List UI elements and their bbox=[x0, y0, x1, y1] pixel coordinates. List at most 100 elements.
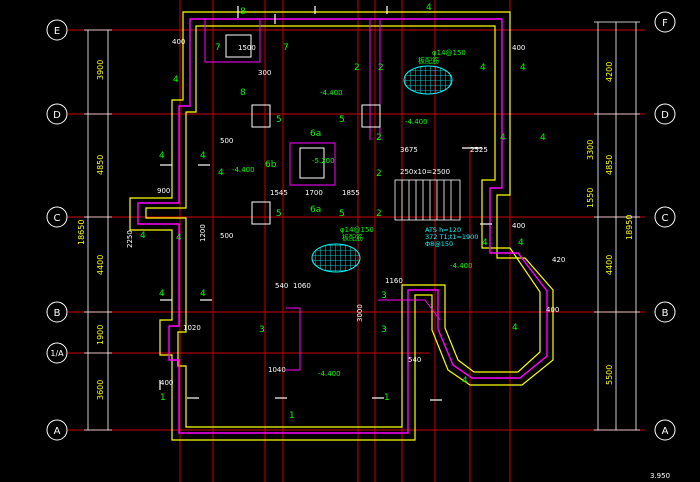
elev-label-4: -4.400 bbox=[450, 262, 473, 270]
left-dimension-chain bbox=[84, 29, 112, 431]
slab-note-3: Φ8@150 bbox=[425, 240, 453, 248]
mark-4-f: 4 bbox=[159, 289, 165, 299]
right-dim-6: 5500 bbox=[605, 365, 614, 385]
span-1500: 1500 bbox=[238, 44, 256, 52]
dim-1040: 1040 bbox=[268, 366, 286, 374]
dim-400-a: 400 bbox=[172, 38, 185, 46]
dim-540-b: 540 bbox=[408, 356, 421, 364]
rebar-hatch-note: 板配筋 bbox=[418, 56, 439, 65]
mark-7: 7 bbox=[283, 43, 289, 53]
dim-1020: 1020 bbox=[183, 324, 201, 332]
stair-note: 250x10=2500 bbox=[400, 168, 450, 176]
left-dimension-labels: 3900 4850 4400 1900 3600 18650 bbox=[77, 60, 105, 400]
mark-5-d: 5 bbox=[339, 209, 345, 219]
dim-540: 540 bbox=[275, 282, 288, 290]
left-dim-5: 3600 bbox=[96, 380, 105, 400]
slab-note-2: 372 T1;t1=1900 bbox=[425, 233, 478, 241]
right-dim-5: 4400 bbox=[605, 255, 614, 275]
mark-4-d: 4 bbox=[176, 233, 182, 243]
axis-bubble-A: A bbox=[54, 426, 61, 437]
slab-note-cyan: ATS h=120 372 T1;t1=1900 Φ8@150 bbox=[425, 226, 478, 248]
left-dim-3: 4400 bbox=[96, 255, 105, 275]
drawing-labels-green: -4.400 -4.400 -4.400 -4.400 -4.400 -5.20… bbox=[232, 49, 473, 378]
mark-4-b: 4 bbox=[159, 151, 165, 161]
mark-4-o: 4 bbox=[462, 376, 468, 386]
right-dim-2: 3300 bbox=[586, 140, 595, 160]
axis-bubble-B-right: B bbox=[662, 308, 669, 319]
dim-300: 300 bbox=[258, 69, 271, 77]
mark-4-n: 4 bbox=[512, 323, 518, 333]
mark-8-top: 8 bbox=[240, 7, 246, 17]
mark-4-l: 4 bbox=[482, 238, 488, 248]
mark-2-e: 2 bbox=[376, 209, 382, 219]
corner-elev: 3.950 bbox=[650, 472, 670, 480]
columns bbox=[225, 34, 381, 225]
axis-bubble-C: C bbox=[54, 213, 61, 224]
dim-400-c: 400 bbox=[512, 222, 525, 230]
dim-900: 900 bbox=[157, 187, 170, 195]
mark-5-b: 5 bbox=[339, 115, 345, 125]
inner-wall-lines bbox=[204, 19, 441, 371]
mark-8-mid: 8 bbox=[240, 88, 246, 98]
right-dimension-labels: 4200 3300 1550 4850 4400 5500 18950 bbox=[586, 62, 634, 385]
dim-1160: 1160 bbox=[385, 277, 403, 285]
mark-3-b: 3 bbox=[381, 325, 387, 335]
mark-7b: 7 bbox=[215, 43, 221, 53]
mark-1-a: 1 bbox=[160, 393, 166, 403]
mark-3-a: 3 bbox=[381, 291, 387, 301]
elev-label-1: -4.400 bbox=[320, 89, 343, 97]
rebar-note-mid: φ14@150 bbox=[340, 226, 374, 234]
mark-4-h: 4 bbox=[480, 63, 486, 73]
axis-bubble-A-right: A bbox=[662, 426, 669, 437]
section-tick-marks bbox=[159, 6, 492, 401]
left-axis-bubbles[interactable] bbox=[46, 19, 68, 441]
rebar-note-top: φ14@150 bbox=[432, 49, 466, 57]
axis-bubble-E: E bbox=[54, 26, 60, 37]
elev-label-5: -4.400 bbox=[318, 370, 341, 378]
span-1545: 1545 bbox=[270, 189, 288, 197]
mark-4-k: 4 bbox=[540, 133, 546, 143]
stair-block bbox=[394, 179, 461, 221]
left-axis-bubble-labels: E D C B 1/A A bbox=[50, 26, 64, 437]
axis-bubble-C-right: C bbox=[662, 213, 669, 224]
mark-4-i: 4 bbox=[520, 63, 526, 73]
dim-3000: 3000 bbox=[356, 304, 364, 322]
mark-4-top: 4 bbox=[426, 3, 432, 13]
mark-4-e: 4 bbox=[140, 231, 146, 241]
foundation-outline-magenta bbox=[137, 18, 548, 434]
dim-420: 420 bbox=[552, 256, 565, 264]
mark-2-a: 2 bbox=[354, 63, 360, 73]
mark-4-j: 4 bbox=[500, 133, 506, 143]
dim-500-a: 500 bbox=[220, 137, 233, 145]
drawing-labels-white: 3675 2525 1545 1700 1855 1500 250x10=250… bbox=[126, 38, 670, 480]
mark-2-b: 2 bbox=[378, 63, 384, 73]
mark-4-g: 4 bbox=[200, 289, 206, 299]
axis-bubble-B: B bbox=[54, 308, 61, 319]
right-dim-4: 4850 bbox=[605, 155, 614, 175]
dim-1200: 1200 bbox=[199, 224, 207, 242]
axis-bubble-D-right: D bbox=[661, 110, 669, 121]
axis-bubble-1A: 1/A bbox=[50, 349, 64, 358]
left-dim-total: 18650 bbox=[77, 220, 86, 245]
elev-label-pit: -5.200 bbox=[312, 157, 335, 165]
mark-5-c: 5 bbox=[276, 209, 282, 219]
mark-1-c: 1 bbox=[384, 393, 390, 403]
mark-4-m: 4 bbox=[518, 238, 524, 248]
mark-2-d: 2 bbox=[376, 169, 382, 179]
elev-label-2: -4.400 bbox=[405, 118, 428, 126]
right-axis-bubbles[interactable] bbox=[654, 11, 676, 441]
mark-numbers: 8 8 7 7 4 4 4 4 4 4 4 4 4 4 4 4 4 4 4 4 … bbox=[140, 3, 546, 421]
dim-500-b: 500 bbox=[220, 232, 233, 240]
mark-5-a: 5 bbox=[276, 115, 282, 125]
span-1855: 1855 bbox=[342, 189, 360, 197]
slab-note-1: ATS h=120 bbox=[425, 226, 461, 234]
mark-2-c: 2 bbox=[376, 133, 382, 143]
axis-bubble-F-right: F bbox=[662, 18, 668, 29]
rebar-hatch-ellipse-top bbox=[403, 65, 453, 95]
span-1700: 1700 bbox=[305, 189, 323, 197]
right-dim-3: 1550 bbox=[586, 188, 595, 208]
mark-4-c: 4 bbox=[200, 151, 206, 161]
dim-1060: 1060 bbox=[293, 282, 311, 290]
